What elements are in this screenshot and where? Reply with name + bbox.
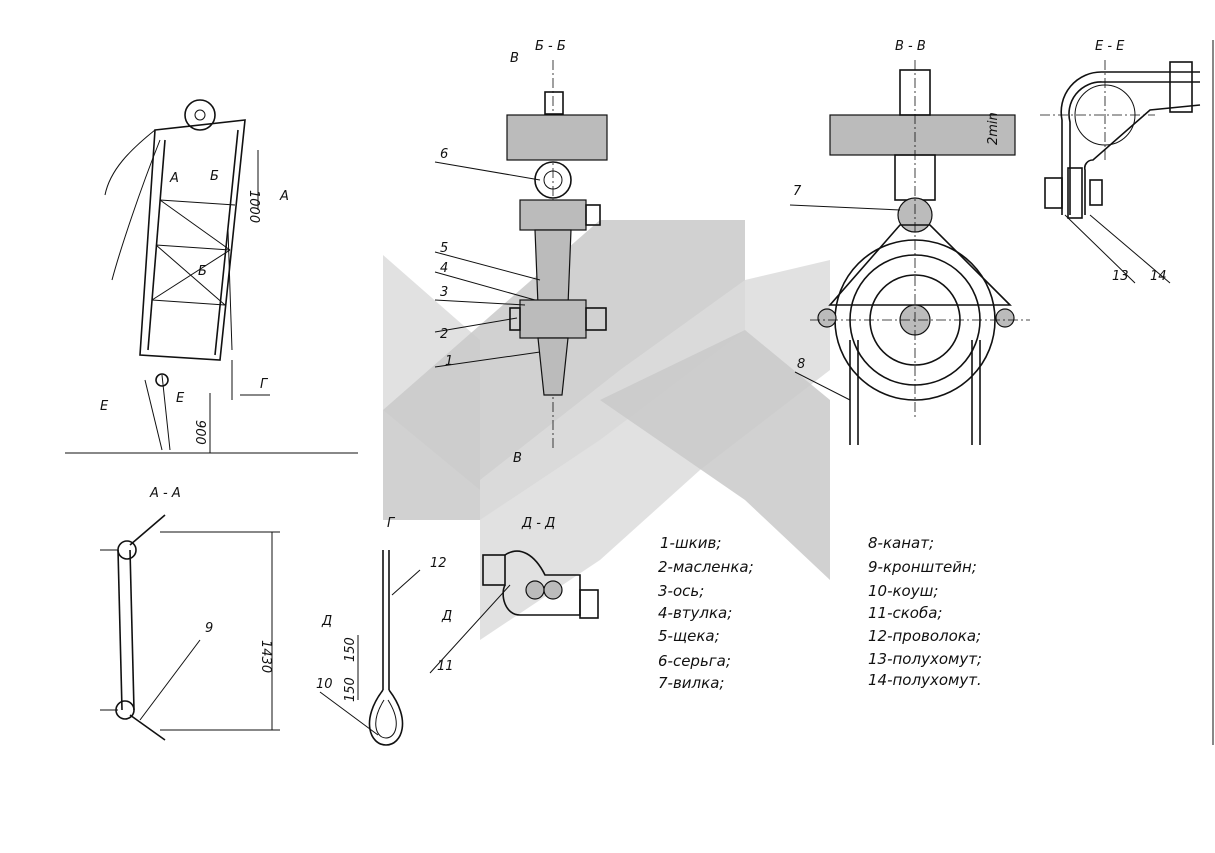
callout-10: 10: [316, 677, 333, 692]
dimension-1000: 1000: [246, 190, 261, 223]
cut-mark-v-top: В: [510, 51, 519, 66]
legend-item-13: 13-полухомут;: [868, 650, 982, 668]
cut-mark-a-right: А: [279, 189, 289, 204]
watermark-logo: [383, 220, 830, 640]
section-v-v: В - В 2min: [810, 39, 1030, 445]
cut-mark-a: А: [169, 171, 179, 186]
dimension-150-lower: 150: [343, 677, 358, 702]
dimension-2min: 2min: [986, 112, 1001, 145]
section-title-e-e: Е - Е: [1095, 39, 1125, 54]
callout-1: 1: [445, 354, 453, 369]
dimension-150-upper: 150: [343, 637, 358, 662]
callouts: 1 2 3 4 5 6 7 8 9 10 11 12 13 14: [139, 147, 1171, 736]
section-b-b: Б - Б В В: [506, 39, 608, 466]
callout-2: 2: [440, 327, 448, 342]
section-title-b-b: Б - Б: [535, 39, 566, 54]
cut-mark-d-right: Д: [441, 609, 452, 624]
cut-mark-g: Г: [260, 377, 269, 392]
cut-mark-v-bottom: В: [513, 451, 522, 466]
legend-item-9: 9-кронштейн;: [868, 558, 977, 576]
legend-item-2: 2-масленка;: [658, 558, 754, 576]
legend-item-14: 14-полухомут.: [868, 671, 982, 689]
legend-item-8: 8-канат;: [868, 534, 934, 552]
callout-14: 14: [1150, 269, 1167, 284]
legend-item-10: 10-коуш;: [868, 582, 938, 600]
callout-11: 11: [437, 659, 454, 674]
callout-4: 4: [440, 261, 448, 276]
callout-12: 12: [430, 556, 447, 571]
dimension-900: 900: [192, 420, 207, 445]
callout-13: 13: [1112, 269, 1129, 284]
section-title-a-a: А - А: [149, 486, 181, 501]
dimension-1430: 1430: [258, 640, 273, 673]
legend-item-12: 12-проволока;: [868, 627, 981, 645]
callout-9: 9: [205, 621, 213, 636]
legend-item-7: 7-вилка;: [658, 674, 724, 692]
cut-mark-b-lower: Б: [198, 264, 207, 279]
section-title-d-d: Д - Д: [521, 516, 555, 531]
parts-legend: 1-шкив; 2-масленка; 3-ось; 4-втулка; 5-щ…: [658, 534, 982, 692]
callout-5: 5: [440, 241, 448, 256]
view-g: Г 150 150 Д Д: [321, 516, 452, 746]
cut-mark-b: Б: [210, 169, 219, 184]
legend-item-3: 3-ось;: [658, 582, 704, 600]
section-d-d: Д - Д: [482, 516, 599, 619]
cut-mark-d-left: Д: [321, 614, 332, 629]
callout-3: 3: [440, 285, 448, 300]
cut-mark-e: Е: [100, 399, 109, 414]
section-a-a: А - А 1430: [100, 486, 280, 741]
section-title-v-v: В - В: [895, 39, 926, 54]
legend-item-6: 6-серьга;: [658, 652, 731, 670]
legend-item-5: 5-щека;: [658, 627, 720, 645]
main-tower-view: 1000 900 А А Б Б Г Е Е: [65, 99, 358, 454]
section-e-e: Е - Е: [1040, 39, 1214, 745]
callout-8: 8: [797, 357, 805, 372]
view-title-g: Г: [387, 516, 396, 531]
callout-7: 7: [793, 184, 802, 199]
cut-mark-e-right: Е: [176, 391, 185, 406]
legend-item-4: 4-втулка;: [658, 604, 732, 622]
callout-6: 6: [440, 147, 448, 162]
legend-item-11: 11-скоба;: [868, 604, 942, 622]
legend-item-1: 1-шкив;: [660, 534, 721, 552]
